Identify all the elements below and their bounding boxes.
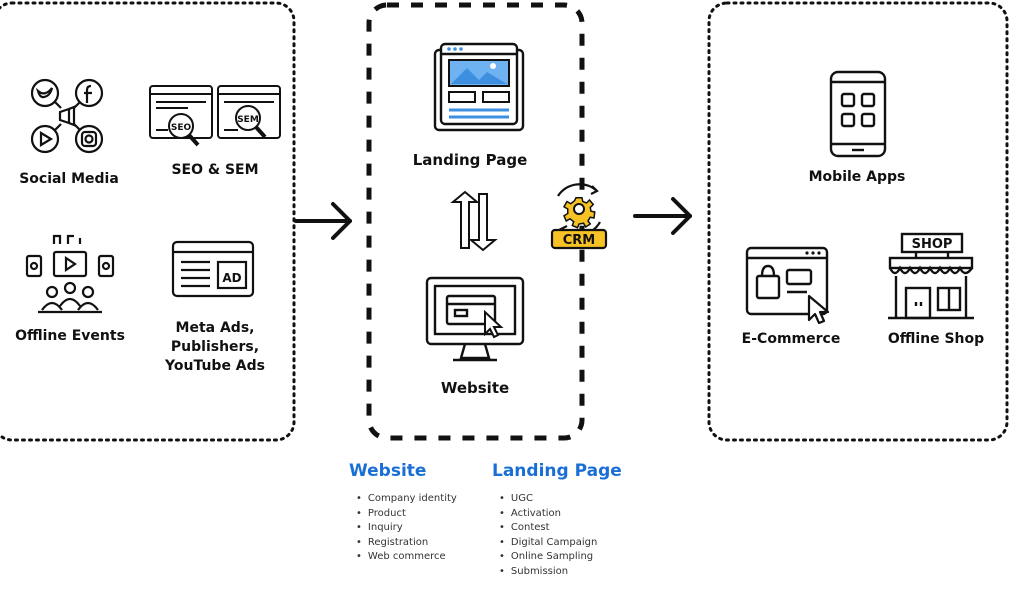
ecommerce-label: E-Commerce xyxy=(741,331,841,347)
sem-badge: SEM xyxy=(237,115,259,125)
paid-ads-label: Meta Ads, Publishers, YouTube Ads xyxy=(165,320,265,374)
list-item: Online Sampling xyxy=(499,550,597,565)
list-item: Contest xyxy=(499,521,597,536)
list-item: UGC xyxy=(499,492,597,507)
list-item: Submission xyxy=(499,565,597,580)
social-media-icon xyxy=(25,76,115,156)
list-item: Registration xyxy=(356,536,457,551)
swap-arrows-icon xyxy=(450,190,498,252)
offline-shop-label: Offline Shop xyxy=(887,331,985,347)
crm-badge: CRM xyxy=(563,233,596,248)
website-icon xyxy=(425,276,525,366)
offline-events-label: Offline Events xyxy=(15,328,125,344)
arrow-right-icon xyxy=(294,202,352,240)
list-item: Company identity xyxy=(356,492,457,507)
list-item: Activation xyxy=(499,507,597,522)
landing-page-label: Landing Page xyxy=(412,151,528,169)
destinations-box xyxy=(707,1,1009,442)
landing-details-title: Landing Page xyxy=(492,461,622,481)
seo-badge: SEO xyxy=(171,123,192,133)
mobile-apps-label: Mobile Apps xyxy=(808,169,906,185)
list-item: Digital Campaign xyxy=(499,536,597,551)
list-item: Inquiry xyxy=(356,521,457,536)
seo-sem-label: SEO & SEM xyxy=(171,162,259,178)
website-details-title: Website xyxy=(349,461,427,481)
mobile-app-icon xyxy=(829,70,887,158)
shop-sign: SHOP xyxy=(912,237,953,252)
arrow-right-icon xyxy=(633,197,692,235)
hub-box xyxy=(366,2,585,441)
crm-gear-icon: CRM xyxy=(548,182,610,254)
ads-icon: AD xyxy=(170,240,256,302)
social-media-label: Social Media xyxy=(19,171,119,187)
sources-box xyxy=(0,1,296,442)
list-item: Web commerce xyxy=(356,550,457,565)
landing-page-icon xyxy=(433,42,525,132)
offline-events-icon xyxy=(24,232,116,316)
website-label: Website xyxy=(440,379,510,397)
offline-shop-icon: SHOP xyxy=(886,232,976,324)
list-item: Product xyxy=(356,507,457,522)
website-details-list: Company identity Product Inquiry Registr… xyxy=(356,492,457,565)
seo-sem-icon: SEO SEM xyxy=(148,84,284,150)
landing-details-list: UGC Activation Contest Digital Campaign … xyxy=(499,492,597,579)
ad-badge: AD xyxy=(222,271,241,285)
ecommerce-icon xyxy=(745,246,837,326)
